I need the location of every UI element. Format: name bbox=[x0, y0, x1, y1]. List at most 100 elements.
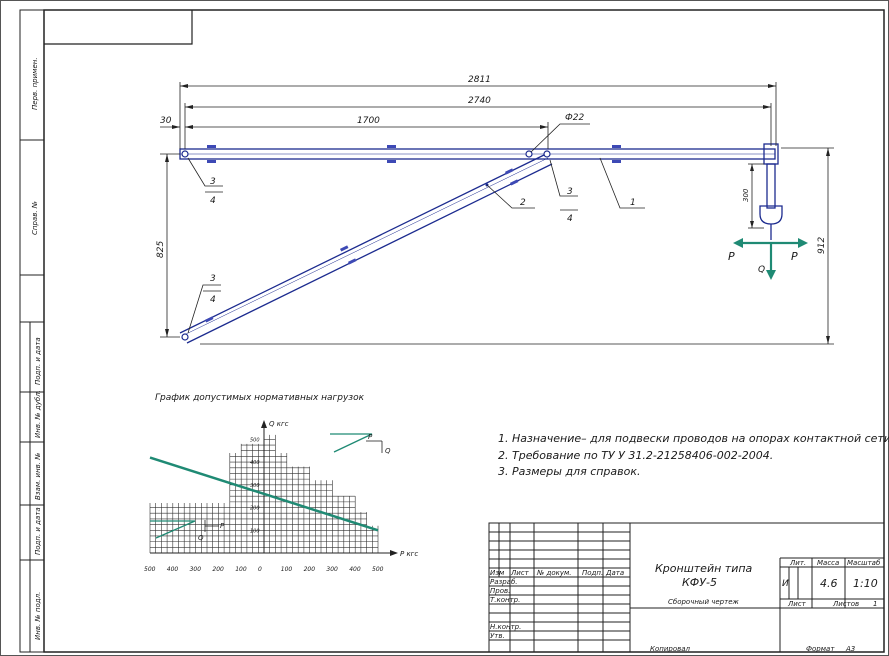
load-chart-axes bbox=[150, 423, 395, 554]
tb-format-label: Формат bbox=[806, 645, 835, 653]
tb-row-utv: Утв. bbox=[490, 632, 505, 640]
chart-xlabel: P кгс bbox=[400, 550, 418, 558]
tb-copied: Копировал bbox=[650, 645, 691, 653]
x-tick-label: 0 bbox=[258, 566, 262, 573]
dim-overall: 2811 bbox=[468, 75, 491, 85]
title-block-lines bbox=[488, 522, 885, 653]
dim-diameter: Ф22 bbox=[565, 113, 584, 123]
y-axis-arrow bbox=[261, 420, 267, 428]
leader-3c: 3 bbox=[210, 274, 216, 284]
tb-lit-label: Лит. bbox=[789, 559, 806, 567]
tb-name-line2: КФУ-5 bbox=[682, 576, 717, 589]
tb-row-tkontr: Т.контр. bbox=[490, 596, 520, 604]
tb-mass-value: 4.6 bbox=[820, 577, 838, 590]
tb-col-doc: № докум. bbox=[536, 569, 572, 577]
diagonal-brace bbox=[179, 154, 553, 344]
dimension-values: 2811 2740 1700 30 Ф22 825 300 912 bbox=[156, 75, 827, 258]
y-tick-label: 200 bbox=[250, 506, 260, 512]
tb-format-value: А3 bbox=[845, 645, 855, 653]
x-axis-arrow bbox=[390, 550, 398, 556]
chart-inset-left bbox=[150, 520, 196, 539]
dimension-lines bbox=[160, 82, 834, 345]
dim-offset: 30 bbox=[160, 116, 172, 126]
side-label-dubl: Инв. № дубл. bbox=[34, 390, 42, 438]
x-tick-label: 500 bbox=[144, 566, 156, 573]
bolts bbox=[181, 150, 551, 341]
force-p-left: P bbox=[728, 250, 735, 263]
inset-q2: Q bbox=[198, 534, 204, 542]
dim-height: 825 bbox=[156, 241, 166, 258]
y-tick-label: 500 bbox=[250, 437, 260, 443]
tb-lit-value: И bbox=[782, 579, 789, 589]
tb-col-list: Лист bbox=[510, 569, 530, 577]
tb-scale-value: 1:10 bbox=[853, 577, 878, 590]
tb-doc-type: Сборочный чертеж bbox=[668, 598, 739, 606]
tb-sheets-label: Листов bbox=[832, 600, 859, 608]
x-tick-label: 100 bbox=[235, 566, 247, 573]
side-label-podp2: Подп. и дата bbox=[34, 507, 42, 555]
x-tick-label: 200 bbox=[304, 566, 316, 573]
x-tick-label: 400 bbox=[349, 566, 361, 573]
position-numbers: 3 4 3 4 3 4 2 1 bbox=[210, 177, 636, 305]
inset-p: P bbox=[368, 433, 373, 441]
tb-mass-label: Масса bbox=[817, 559, 839, 567]
side-label-podl: Инв. № подл. bbox=[34, 592, 42, 640]
tb-sheet-label: Лист bbox=[787, 600, 807, 608]
leader-3b: 3 bbox=[567, 187, 573, 197]
leader-4c: 4 bbox=[210, 295, 216, 305]
chart-inset-right-arrows bbox=[366, 440, 383, 453]
title-block-text: Изм Лист № докум. Подп. Дата Разраб. Про… bbox=[490, 559, 881, 653]
side-label-vzam: Взам. инв. № bbox=[34, 452, 42, 500]
side-strip-labels: Перв. примен. Справ. № Подп. и дата Инв.… bbox=[31, 57, 42, 640]
beam-clamps bbox=[207, 145, 621, 163]
x-tick-label: 300 bbox=[190, 566, 202, 573]
tb-row-razrab: Разраб. bbox=[490, 578, 518, 586]
tb-row-nkontr: Н.контр. bbox=[490, 623, 521, 631]
notes: 1. Назначение– для подвески проводов на … bbox=[498, 432, 889, 478]
tb-scale-label: Масштаб bbox=[847, 559, 881, 567]
dim-span: 2740 bbox=[468, 96, 491, 106]
y-tick-label: 100 bbox=[250, 528, 260, 534]
load-limit-line bbox=[149, 456, 379, 532]
chart-inset-right bbox=[330, 433, 373, 453]
leader-item2: 2 bbox=[520, 198, 526, 208]
x-tick-label: 300 bbox=[326, 566, 338, 573]
y-tick-label: 300 bbox=[250, 483, 260, 489]
inset-q: Q bbox=[385, 447, 391, 455]
x-tick-label: 100 bbox=[281, 566, 293, 573]
side-strip bbox=[19, 9, 45, 653]
tb-row-prov: Пров. bbox=[490, 587, 510, 595]
leader-3a: 3 bbox=[210, 177, 216, 187]
force-p-right: P bbox=[791, 250, 798, 263]
tb-col-date: Дата bbox=[605, 569, 624, 577]
load-chart-series bbox=[149, 456, 379, 532]
inset-p2: P bbox=[220, 522, 225, 530]
x-tick-label: 400 bbox=[167, 566, 179, 573]
end-clamp bbox=[759, 143, 783, 240]
side-label-sprav: Справ. № bbox=[31, 201, 39, 235]
drawing-frame bbox=[43, 9, 885, 653]
note-3: 3. Размеры для справок. bbox=[498, 465, 641, 478]
force-arrows bbox=[733, 238, 808, 280]
bracket-drawing: P P Q bbox=[179, 143, 808, 344]
dim-hook: 300 bbox=[742, 188, 750, 202]
note-2: 2. Требование по ТУ У 31.2-21258406-002-… bbox=[498, 449, 773, 462]
tb-col-izm: Изм bbox=[490, 569, 505, 577]
leader-4b: 4 bbox=[567, 214, 573, 224]
horizontal-beam bbox=[179, 148, 776, 160]
corner-box bbox=[44, 10, 193, 45]
chart-inset-left-arrows bbox=[204, 520, 219, 532]
side-label-podp1: Подп. и дата bbox=[34, 337, 42, 385]
leader-4a: 4 bbox=[210, 196, 216, 206]
dim-right-height: 912 bbox=[817, 237, 827, 254]
x-tick-label: 200 bbox=[212, 566, 224, 573]
side-label-perv: Перв. примен. bbox=[31, 57, 39, 110]
chart-title: График допустимых нормативных нагрузок bbox=[155, 393, 365, 403]
dimension-arrowheads bbox=[165, 84, 830, 344]
tb-sheets-value: 1 bbox=[873, 600, 877, 608]
chart-ylabel: Q кгс bbox=[269, 420, 289, 428]
note-1: 1. Назначение– для подвески проводов на … bbox=[498, 432, 889, 445]
